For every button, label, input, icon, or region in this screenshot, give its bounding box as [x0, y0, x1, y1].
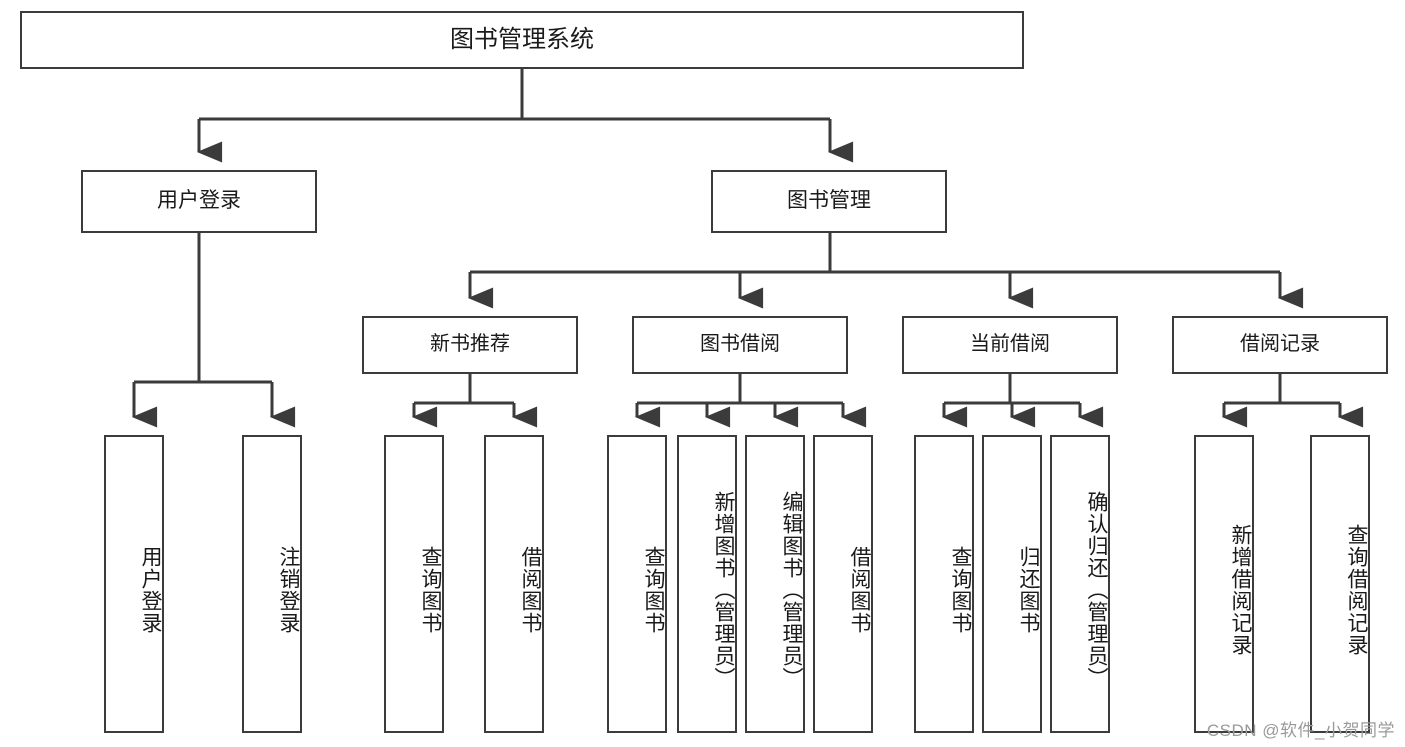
leaf-add-book-admin[interactable]: 新增图书（管理员） — [677, 435, 737, 733]
node-level2-book-borrowing[interactable]: 图书借阅 — [632, 316, 848, 374]
leaf-query-books-recommend[interactable]: 查询图书 — [384, 435, 444, 733]
leaf-confirm-return-admin[interactable]: 确认归还（管理员） — [1050, 435, 1110, 733]
node-root[interactable]: 图书管理系统 — [20, 11, 1024, 69]
leaf-user-login[interactable]: 用户登录 — [104, 435, 164, 733]
leaf-edit-book-admin[interactable]: 编辑图书（管理员） — [745, 435, 805, 733]
node-level2-new-book-recommendation[interactable]: 新书推荐 — [362, 316, 578, 374]
leaf-return-books[interactable]: 归还图书 — [982, 435, 1042, 733]
leaf-query-borrow-record[interactable]: 查询借阅记录 — [1310, 435, 1370, 733]
watermark-text: CSDN @软件_小贺同学 — [1206, 721, 1395, 740]
node-level2-current-borrowing[interactable]: 当前借阅 — [902, 316, 1118, 374]
node-level2-borrow-records[interactable]: 借阅记录 — [1172, 316, 1388, 374]
leaf-query-books-borrowing[interactable]: 查询图书 — [607, 435, 667, 733]
leaf-query-books-current[interactable]: 查询图书 — [914, 435, 974, 733]
leaf-logout[interactable]: 注销登录 — [242, 435, 302, 733]
leaf-borrow-books-borrowing[interactable]: 借阅图书 — [813, 435, 873, 733]
leaf-borrow-books-recommend[interactable]: 借阅图书 — [484, 435, 544, 733]
leaf-add-borrow-record[interactable]: 新增借阅记录 — [1194, 435, 1254, 733]
node-level1-book-management[interactable]: 图书管理 — [711, 170, 947, 233]
node-level1-user-login[interactable]: 用户登录 — [81, 170, 317, 233]
